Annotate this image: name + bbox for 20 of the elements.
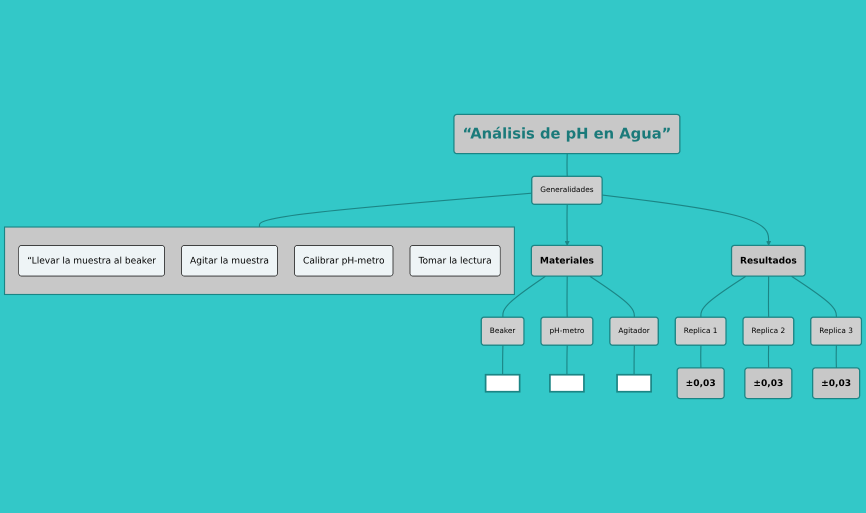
- connector: [768, 346, 770, 368]
- connector: [258, 192, 532, 228]
- connector: [566, 346, 568, 375]
- node-box: [549, 374, 585, 393]
- arrow: [564, 204, 570, 246]
- connector: [590, 276, 635, 318]
- connector: [791, 276, 837, 318]
- connector: [502, 276, 546, 318]
- connector: [836, 346, 837, 368]
- connector: [634, 346, 635, 375]
- connector: [768, 276, 770, 318]
- connector: [700, 346, 702, 368]
- arrow: [602, 194, 772, 246]
- connector: [566, 276, 568, 318]
- node-box: [616, 374, 652, 393]
- connector: [502, 346, 504, 375]
- cluster: [4, 226, 515, 296]
- node-box: [484, 374, 520, 393]
- connector: [566, 154, 568, 177]
- connector: [700, 276, 746, 318]
